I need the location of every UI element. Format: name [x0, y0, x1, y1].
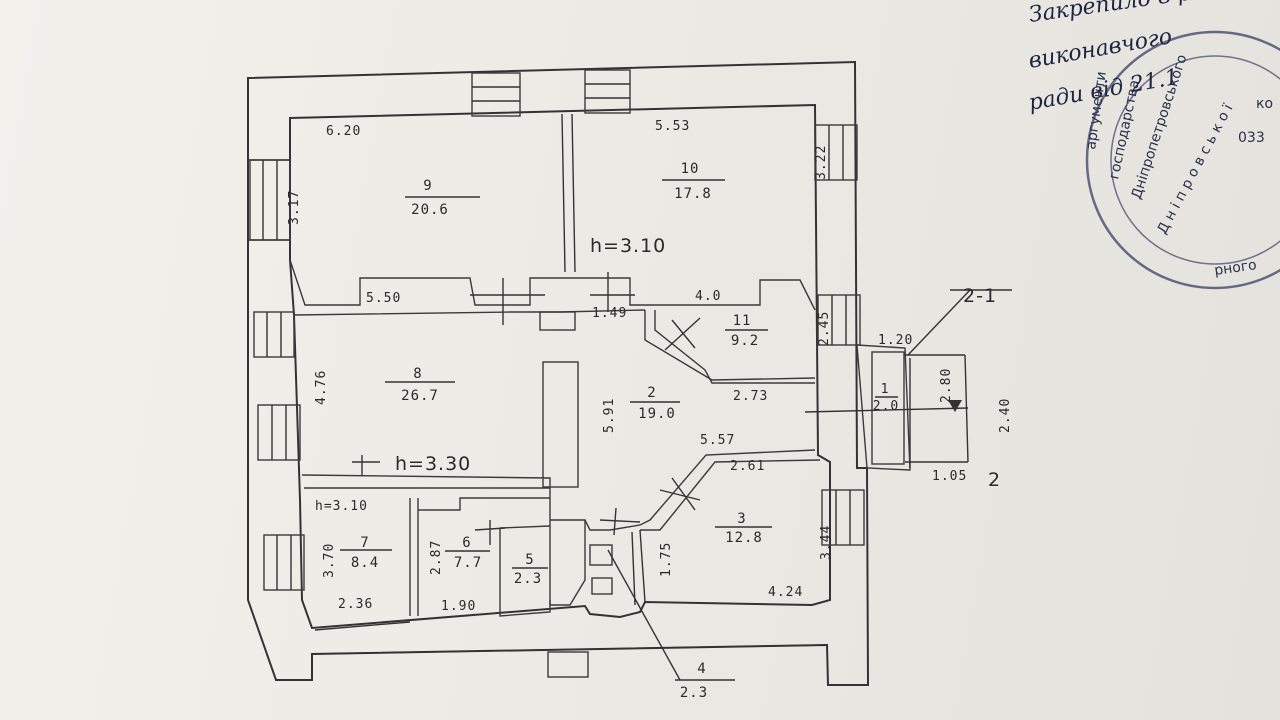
- stamp-text-6: ко: [1256, 96, 1273, 112]
- dim-r3-width: 2.61: [730, 459, 765, 474]
- dim-r8-depth: 4.76: [314, 370, 329, 405]
- dim-r1-width: 1.20: [878, 333, 913, 348]
- room-10-area: 17.8: [674, 186, 712, 202]
- room-9-area: 20.6: [411, 202, 449, 218]
- dim-corridor-width: 1.49: [592, 306, 627, 321]
- windows: [249, 69, 865, 678]
- room-3-number: 3: [737, 511, 746, 527]
- porch: [804, 289, 1012, 471]
- room-5-area: 2.3: [514, 571, 542, 587]
- section-label: 2-1: [963, 285, 997, 307]
- dim-r1-depth: 2.80: [939, 368, 954, 403]
- section-line-4: [607, 549, 735, 681]
- dim-porch-depth: 2.40: [998, 398, 1013, 433]
- seal-stamp: господарства Дніпропетровського Д н і п …: [1083, 30, 1280, 290]
- room-9-number: 9: [423, 178, 432, 194]
- dim-r2-bottom: 5.57: [700, 433, 735, 448]
- dim-r3-bottom: 4.24: [768, 585, 803, 600]
- dimension-labels: 6.20 3.17 5.53 3.22 h=3.10 5.50 4.76 1.4…: [287, 119, 1013, 614]
- room-4-area: 2.3: [680, 685, 708, 701]
- interior-walls: [289, 113, 821, 631]
- dim-r6-width: 1.90: [441, 599, 476, 614]
- dim-r2-depth: 5.91: [602, 398, 617, 433]
- room-5-number: 5: [525, 552, 534, 568]
- room-1-area: 2.0: [873, 399, 899, 414]
- room-8-area: 26.7: [401, 388, 439, 404]
- room-6-number: 6: [462, 535, 471, 551]
- section-end: 2: [988, 469, 1001, 491]
- room-2-number: 2: [647, 385, 656, 401]
- room-7-number: 7: [360, 535, 369, 551]
- door-marks: [352, 272, 701, 545]
- room-6-area: 7.7: [454, 555, 482, 571]
- room-4-number: 4: [697, 661, 706, 677]
- dim-r7-depth: 3.70: [322, 543, 337, 578]
- dim-r3-depth: 3.44: [819, 525, 834, 560]
- dim-r4-depth: 1.75: [659, 542, 674, 577]
- room-labels: 9 20.6 10 17.8 8 26.7 11 9.2 2 19.0 1 2.…: [340, 161, 899, 701]
- stamp-text-7: рного: [1213, 257, 1257, 279]
- height-mid: h=3.30: [395, 453, 471, 475]
- dim-r2-width: 2.73: [733, 389, 768, 404]
- dim-r11-width: 4.0: [695, 289, 721, 304]
- handwriting-line-2: виконавчого: [1027, 24, 1174, 74]
- room-10-number: 10: [681, 161, 700, 177]
- dim-r10-depth: 3.22: [814, 145, 829, 180]
- dim-r9-depth: 3.17: [287, 190, 302, 225]
- dim-porch-width: 1.05: [932, 469, 967, 484]
- room-8-number: 8: [413, 366, 422, 382]
- room-2-area: 19.0: [638, 406, 676, 422]
- room-3-area: 12.8: [725, 530, 763, 546]
- stamp-text-5: 033: [1238, 130, 1265, 146]
- dim-r7-width: 2.36: [338, 597, 373, 612]
- dim-r11-depth: 2.45: [817, 311, 832, 346]
- height-top: h=3.10: [590, 235, 666, 257]
- height-low: h=3.10: [315, 499, 368, 514]
- room-11-number: 11: [733, 313, 752, 329]
- handwriting-line-1: Закрепило в реєстрі: [1027, 0, 1271, 28]
- dim-r8-width: 5.50: [366, 291, 401, 306]
- dim-r6-depth: 2.87: [429, 540, 444, 575]
- room-1-number: 1: [881, 382, 890, 397]
- room-11-area: 9.2: [731, 333, 759, 349]
- room-7-area: 8.4: [351, 555, 379, 571]
- dim-r9-width: 6.20: [326, 124, 361, 139]
- dim-r10-width: 5.53: [655, 119, 690, 134]
